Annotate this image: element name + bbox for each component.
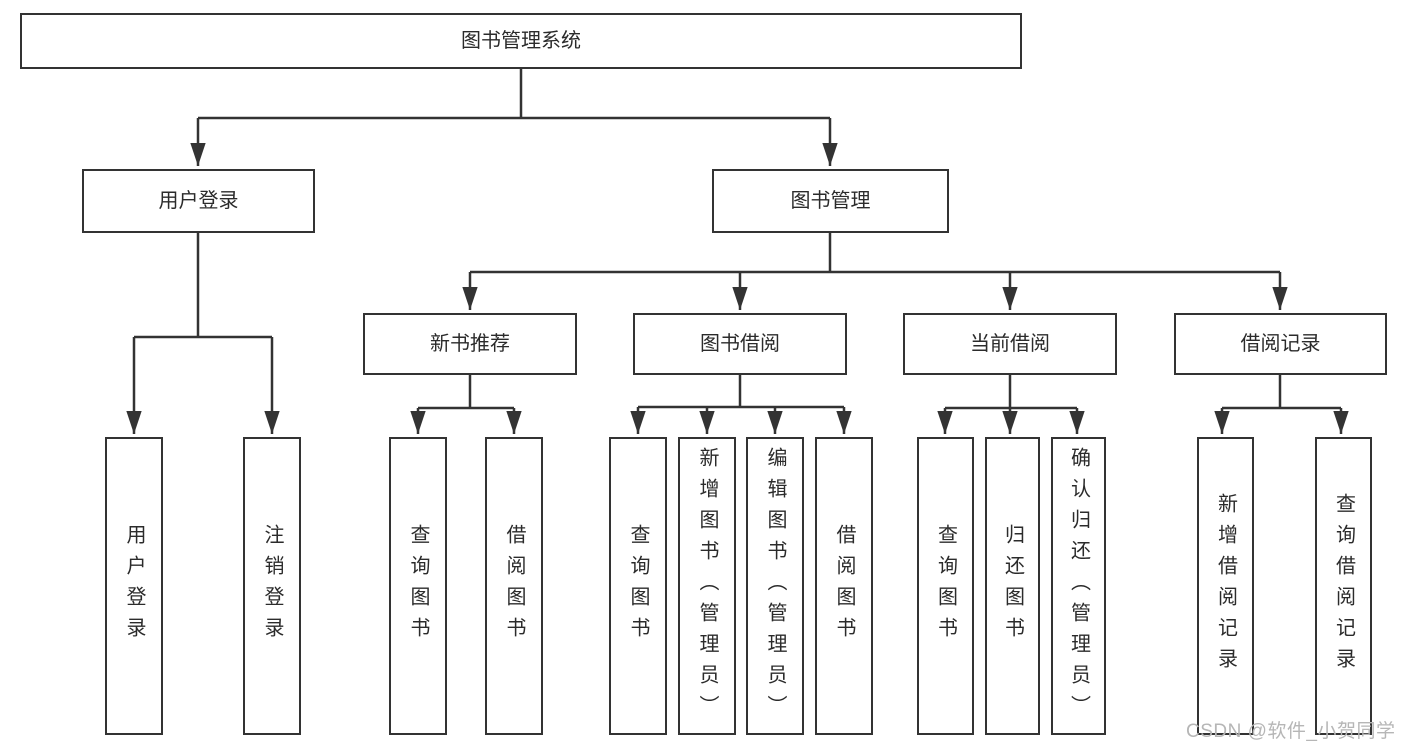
- node-borrow-record: 借阅记录: [1174, 313, 1387, 375]
- node-cb-confirm-return: 确认归还（管理员）: [1051, 437, 1106, 735]
- node-cb-return-books: 归还图书: [985, 437, 1040, 735]
- node-bb-borrow-books: 借阅图书: [815, 437, 873, 735]
- node-book-management: 图书管理: [712, 169, 949, 233]
- node-br-add-record: 新增借阅记录: [1197, 437, 1254, 735]
- node-br-query-record: 查询借阅记录: [1315, 437, 1372, 735]
- node-nbr-borrow-books: 借阅图书: [485, 437, 543, 735]
- node-bb-add-books: 新增图书（管理员）: [678, 437, 736, 735]
- node-cb-query-books: 查询图书: [917, 437, 974, 735]
- node-book-borrow: 图书借阅: [633, 313, 847, 375]
- node-bb-query-books: 查询图书: [609, 437, 667, 735]
- watermark: CSDN @软件_小贺同学: [1186, 721, 1396, 742]
- node-current-borrow: 当前借阅: [903, 313, 1117, 375]
- node-new-book-recommend: 新书推荐: [363, 313, 577, 375]
- node-bb-edit-books: 编辑图书（管理员）: [746, 437, 804, 735]
- node-login: 用户登录: [105, 437, 163, 735]
- node-nbr-query-books: 查询图书: [389, 437, 447, 735]
- node-logout: 注销登录: [243, 437, 301, 735]
- node-root: 图书管理系统: [20, 13, 1022, 69]
- node-user-login: 用户登录: [82, 169, 315, 233]
